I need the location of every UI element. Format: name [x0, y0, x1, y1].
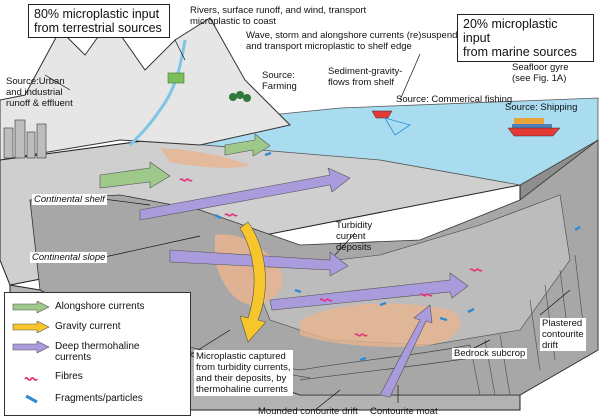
label-line: Wave, storm and alongshore currents (re)… [246, 30, 458, 41]
label-line: Turbidity [336, 220, 373, 231]
label-line: Microplastic captured [196, 351, 286, 362]
label-line: contourite [542, 329, 584, 340]
label-line: microplastic to coast [190, 16, 277, 27]
label-line: Seafloor gyre [512, 62, 569, 73]
label-line: and transport microplastic to shelf edge [246, 41, 412, 52]
label-line: thermohaline currents [196, 384, 288, 395]
thermohaline-current-arrow [379, 304, 433, 398]
label-line: and industrial [6, 87, 63, 98]
label-line: Source: [262, 70, 295, 81]
trees-icon [229, 91, 251, 102]
label-line: runoff & effluent [6, 98, 73, 109]
label-line: Farming [262, 81, 297, 92]
gravity-arrow-icon [12, 321, 50, 333]
cargo-ship-icon [507, 118, 561, 137]
header-line: from marine sources [463, 45, 577, 59]
turbidity-deposit [215, 234, 283, 305]
thermohaline-current-arrow [269, 272, 469, 311]
header-line: 20% microplastic input [463, 17, 558, 45]
shelf-sediment [160, 148, 250, 168]
label-line: (see Fig. 1A) [512, 73, 567, 84]
wave-label: Wave, storm and alongshore currents (re)… [246, 30, 457, 52]
legend-label: Deep thermohaline currents [55, 341, 140, 363]
label-line: Source:Urban [6, 76, 65, 87]
fishing-source-label: Source: Commerical fishing [396, 94, 513, 105]
gyre-label: Seafloor gyre(see Fig. 1A) [512, 62, 569, 84]
label-line: Sediment-gravity- [328, 66, 403, 77]
legend-label: Alongshore currents [55, 301, 145, 312]
thermohaline-arrow-icon [12, 341, 50, 353]
continental-slope-label: Continental slope [30, 252, 108, 263]
farm-field-icon [167, 72, 185, 84]
legend: Alongshore currents Gravity current Deep… [4, 292, 191, 416]
label-line: Plastered [542, 318, 583, 329]
header-line: 80% microplastic input [34, 7, 160, 21]
rivers-label: Rivers, surface runoff, and wind, transp… [190, 5, 366, 27]
fibre-markers [179, 178, 483, 337]
marine-input-header: 20% microplastic input from marine sourc… [457, 14, 594, 62]
sgf-label: Sediment-gravity-flows from shelf [328, 66, 402, 88]
bedrock-label: Bedrock subcrop [452, 348, 528, 359]
legend-label: Gravity current [55, 321, 121, 332]
legend-label: Fibres [55, 371, 83, 382]
label-line: deposits [336, 242, 372, 253]
mounded-drift-label: Mounded conourite drift [258, 406, 358, 417]
alongshore-current-arrow [224, 133, 271, 157]
fishing-boat-icon [371, 110, 411, 136]
header-line: from terrestrial sources [34, 21, 162, 35]
terrestrial-input-header: 80% microplastic input from terrestrial … [28, 4, 170, 38]
label-line: and their deposits, by [196, 373, 287, 384]
label-line: current [336, 231, 366, 242]
legend-label: Fragments/particles [55, 393, 143, 404]
thermohaline-current-arrow [139, 167, 351, 221]
label-line: drift [542, 340, 558, 351]
city-icon [3, 119, 47, 159]
shipping-source-label: Source: Shipping [505, 102, 578, 113]
contourite-moat-label: Contourite moat [370, 406, 438, 417]
fibre-icon [24, 376, 38, 382]
alongshore-current-arrow [99, 161, 171, 189]
gravity-current-arrow [239, 221, 267, 343]
leader-lines [44, 39, 571, 411]
alongshore-arrow-icon [12, 301, 50, 313]
label-line: Rivers, surface runoff, and wind, transp… [190, 5, 367, 16]
label-line: flows from shelf [328, 77, 394, 88]
fragment-icon [25, 394, 38, 404]
river [128, 39, 187, 147]
farming-source-label: Source:Farming [262, 70, 297, 92]
fragment-markers [214, 151, 581, 362]
continental-shelf-label: Continental shelf [32, 194, 107, 205]
label-line: from turbidity currents, [196, 362, 291, 373]
